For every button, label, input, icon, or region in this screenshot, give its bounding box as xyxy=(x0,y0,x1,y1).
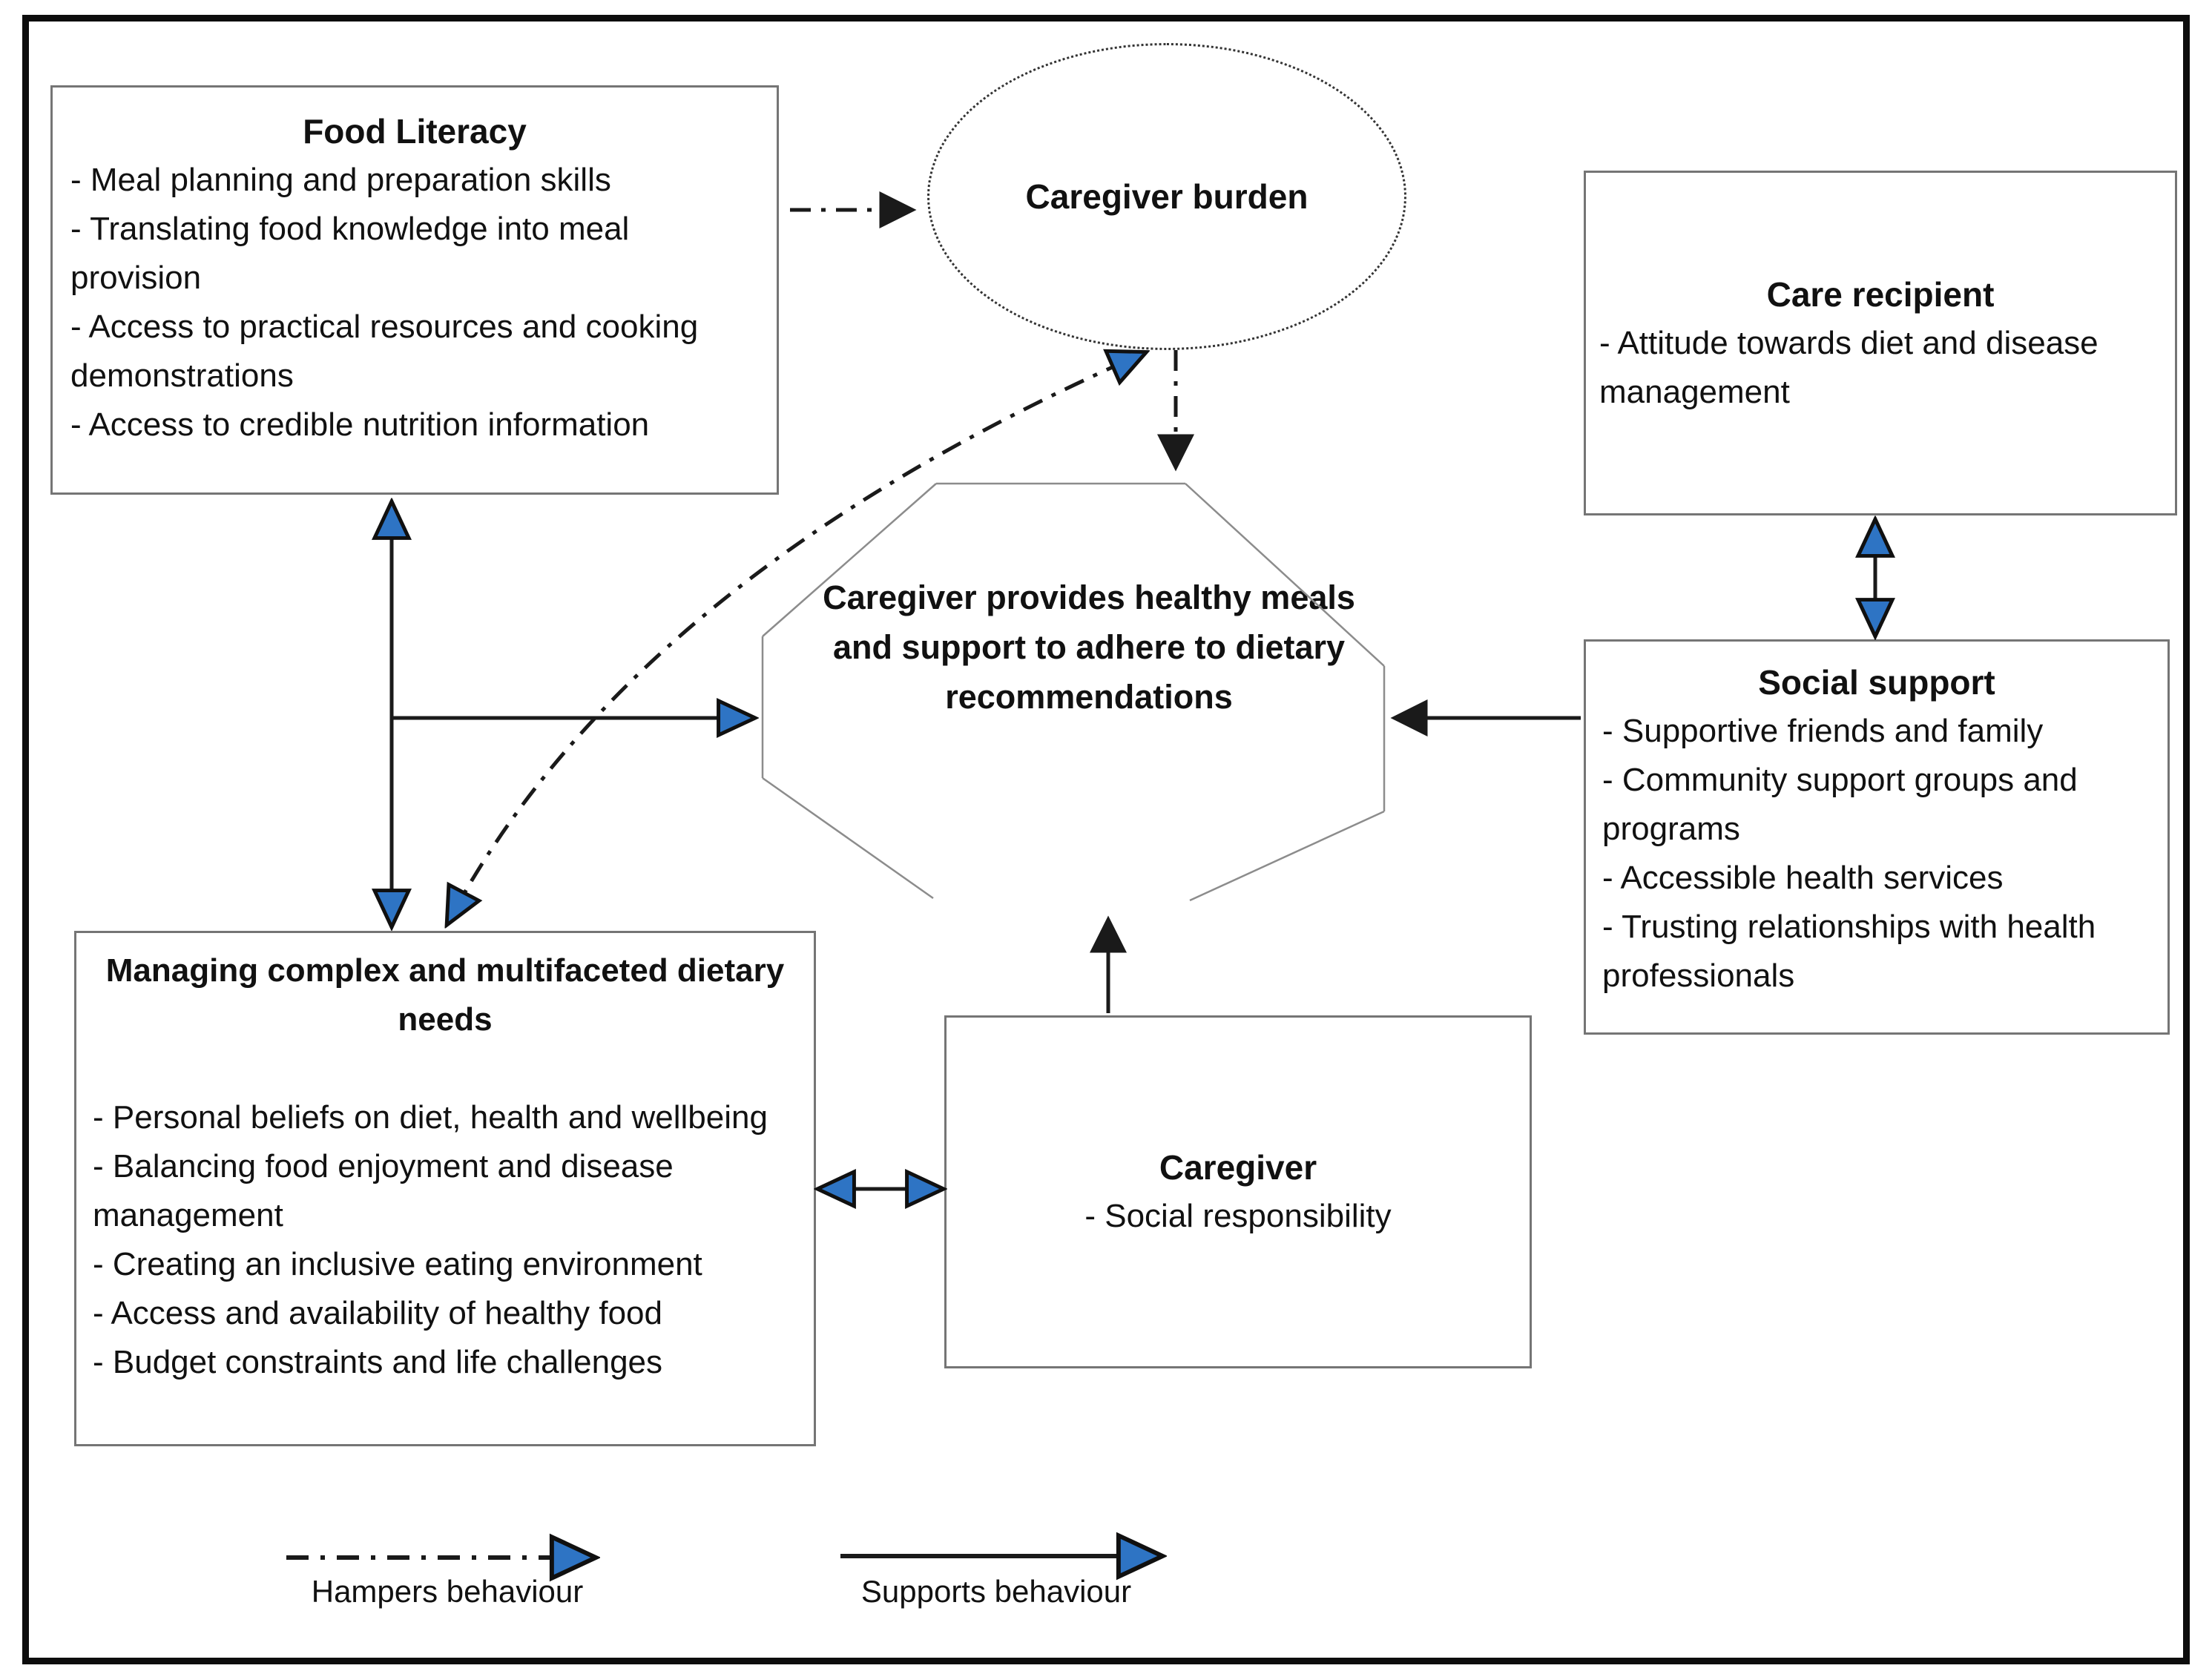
box-item-list: - Personal beliefs on diet, health and w… xyxy=(93,1093,797,1387)
box-social-support: Social support - Supportive friends and … xyxy=(1584,639,2170,1035)
list-item-line: - Meal planning and preparation skills xyxy=(70,162,611,198)
box-caregiver: Caregiver - Social responsibility xyxy=(944,1015,1532,1368)
list-item-line: - Social responsibility xyxy=(1084,1198,1392,1234)
list-item-line: - Access and availability of healthy foo… xyxy=(93,1295,663,1331)
list-item-line: - Access to credible nutrition informati… xyxy=(70,406,650,443)
list-item-line: - Creating an inclusive eating environme… xyxy=(93,1246,702,1282)
ellipse-title: Caregiver burden xyxy=(1025,177,1309,216)
outer-border xyxy=(22,15,2190,1664)
box-item-list: - Social responsibility xyxy=(961,1192,1515,1241)
box-title: Food Literacy xyxy=(303,112,527,151)
box-item-list: - Attitude towards diet and disease mana… xyxy=(1599,319,2162,417)
list-item-line: - Attitude towards diet and disease mana… xyxy=(1599,324,2099,410)
box-item-list: - Supportive friends and family - Communi… xyxy=(1602,707,2151,1001)
list-item-line: - Community support groups and programs xyxy=(1602,762,2078,847)
legend-hampers-label: Hampers behaviour xyxy=(311,1574,584,1609)
octagon-central-outcome-label: Caregiver provides healthy meals and sup… xyxy=(823,579,1355,716)
list-item-line: - Trusting relationships with health pro… xyxy=(1602,909,2096,994)
list-item-line: - Accessible health services xyxy=(1602,860,2004,896)
list-item-line: - Balancing food enjoyment and disease m… xyxy=(93,1148,674,1233)
list-item-line: - Access to practical resources and cook… xyxy=(70,309,699,394)
ellipse-caregiver-burden: Caregiver burden xyxy=(927,43,1406,350)
spacer xyxy=(93,1044,797,1093)
box-food-literacy: Food Literacy - Meal planning and prepar… xyxy=(50,85,779,495)
box-dietary-needs: Managing complex and multifaceted dietar… xyxy=(74,931,816,1446)
list-item-line: - Supportive friends and family xyxy=(1602,713,2044,749)
box-care-recipient: Care recipient - Attitude towards diet a… xyxy=(1584,171,2177,515)
list-item-line: - Budget constraints and life challenges xyxy=(93,1344,663,1380)
box-title: Managing complex and multifaceted dietar… xyxy=(105,952,785,1038)
box-title: Social support xyxy=(1758,663,1995,702)
box-title: Caregiver xyxy=(1159,1148,1317,1187)
box-item-list: - Meal planning and preparation skills - … xyxy=(70,156,759,449)
box-title: Care recipient xyxy=(1766,274,1995,314)
list-item-line: - Personal beliefs on diet, health and w… xyxy=(93,1099,768,1136)
legend-supports-label: Supports behaviour xyxy=(860,1574,1132,1609)
list-item-line: - Translating food knowledge into meal p… xyxy=(70,211,630,296)
